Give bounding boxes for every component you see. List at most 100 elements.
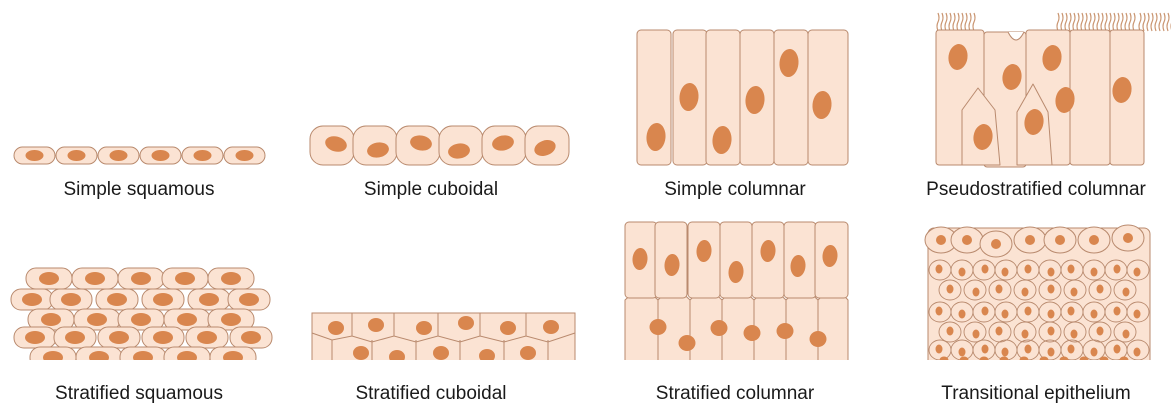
stratified-squamous-tissue [11,268,272,360]
label-stratified-cuboidal: Stratified cuboidal [355,383,506,405]
nucleus [973,330,980,339]
cilium [1113,13,1115,31]
nucleus [996,285,1003,294]
stratified-cuboidal-tissue [312,313,575,360]
nucleus [1089,235,1099,245]
nucleus [1048,285,1055,294]
nucleus [1091,348,1098,357]
cilium [1109,13,1111,31]
nucleus [85,272,105,285]
nucleus [1071,288,1078,297]
nucleus [543,320,559,334]
nucleus [1123,233,1133,243]
nucleus [959,268,966,277]
stratified-columnar-tissue [625,222,848,360]
cilium [945,13,947,31]
nucleus [1048,310,1055,319]
nucleus [241,331,261,344]
cilium [1057,13,1059,31]
nucleus [175,272,195,285]
nucleus [61,293,81,306]
nucleus [1025,235,1035,245]
nucleus [153,293,173,306]
simple-columnar-tissue [637,30,848,165]
cilium [969,13,971,31]
label-stratified-columnar: Stratified columnar [656,383,814,405]
nucleus [194,150,212,161]
cilium [1101,13,1103,31]
cilium [1089,13,1091,31]
nucleus [22,293,42,306]
cilium [1081,13,1083,31]
cilium [1159,13,1161,31]
nucleus [936,265,943,274]
nucleus [1091,268,1098,277]
nucleus [1025,345,1032,354]
label-pseudostratified-columnar: Pseudostratified columnar [926,179,1146,201]
cilium [949,13,951,31]
nucleus [947,327,954,336]
cilium [1085,13,1087,31]
nucleus [996,327,1003,336]
cilium [937,13,939,31]
cilium [961,13,963,31]
cilium [1077,13,1079,31]
cilium [957,13,959,31]
cilium [941,13,943,31]
nucleus [199,293,219,306]
cilium [1129,13,1131,31]
cilium [1139,13,1141,31]
cell [720,222,752,298]
nucleus [1097,285,1104,294]
cilium [1117,13,1119,31]
nucleus [679,335,696,351]
nucleus [520,346,536,360]
nucleus [221,313,241,326]
cilium [965,13,967,31]
nucleus [368,318,384,332]
cilium [1125,13,1127,31]
nucleus [1091,310,1098,319]
nucleus [110,150,128,161]
nucleus [1025,307,1032,316]
nucleus [1048,327,1055,336]
nucleus [1055,235,1065,245]
label-stratified-squamous: Stratified squamous [55,383,223,405]
cilium [973,13,975,31]
nucleus [1134,268,1141,277]
nucleus [982,307,989,316]
nucleus [959,310,966,319]
nucleus [982,345,989,354]
nucleus [1022,330,1029,339]
cilium [1093,13,1095,31]
cilium [1151,13,1153,31]
nucleus [991,239,1001,249]
nucleus [1025,265,1032,274]
cilium [1143,13,1145,31]
nucleus [1068,307,1075,316]
nucleus [973,288,980,297]
simple-cuboidal-tissue [310,126,569,165]
nucleus [947,285,954,294]
nucleus [936,345,943,354]
cilium [1147,13,1149,31]
nucleus [1002,268,1009,277]
nucleus [39,272,59,285]
nucleus [810,331,827,347]
nucleus [25,331,45,344]
nucleus [1068,345,1075,354]
cilium [1155,13,1157,31]
nucleus [1114,307,1121,316]
label-simple-columnar: Simple columnar [664,179,806,201]
nucleus [711,320,728,336]
nucleus [197,331,217,344]
cilium [1167,13,1169,31]
cilium [1097,13,1099,31]
nucleus [87,313,107,326]
nucleus [982,265,989,274]
nucleus [131,272,151,285]
nucleus [959,348,966,357]
cilium [1073,13,1075,31]
nucleus [236,150,254,161]
pseudostratified-columnar-tissue [936,13,1171,167]
